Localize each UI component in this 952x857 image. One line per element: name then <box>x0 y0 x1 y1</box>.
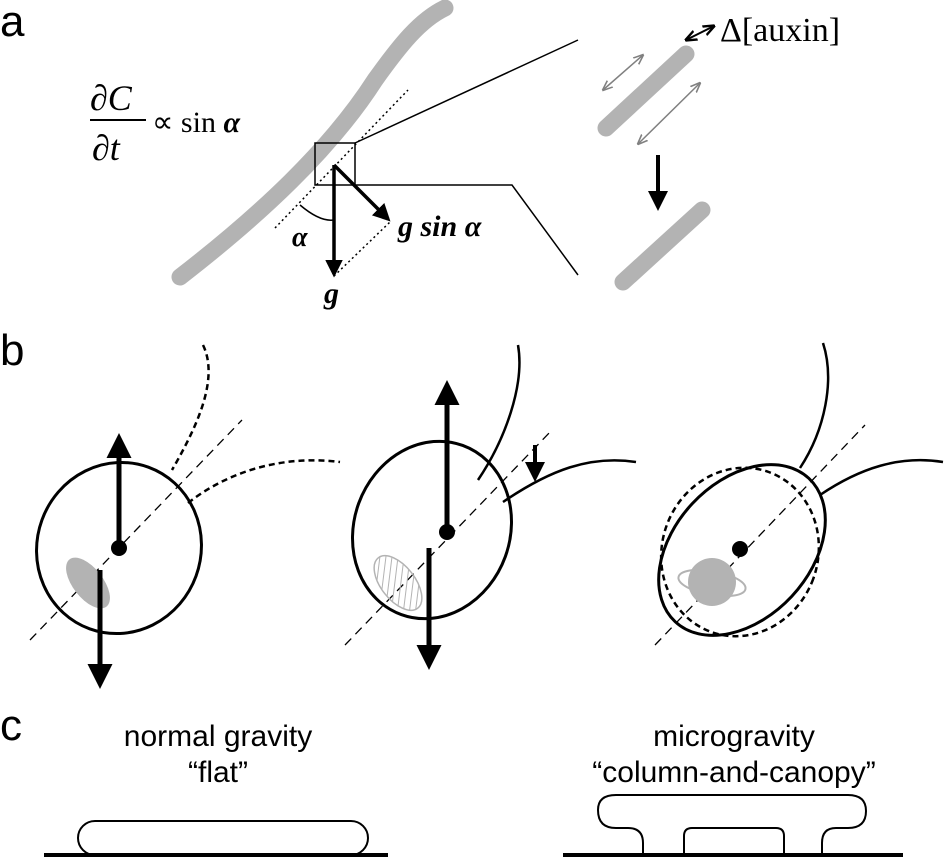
cell-3 <box>654 342 944 646</box>
panel-b-label: b <box>0 326 24 375</box>
cell-2-upper-root <box>476 344 521 481</box>
eq-denominator: ∂t <box>92 128 121 168</box>
cell-1-upper-root-dashed <box>170 344 210 471</box>
zoom-line-bottom <box>355 184 579 276</box>
auxin-label: Δ[auxin] <box>720 12 840 49</box>
panel-c-label: c <box>0 701 22 750</box>
eq-rhs: ∝ sin α <box>152 106 240 139</box>
auxin-gradient-arrow-upper <box>603 55 643 90</box>
cell-1-statolith <box>66 557 110 609</box>
g-sin-text: g sin <box>397 210 465 243</box>
left-title-line2: “flat” <box>188 756 248 789</box>
cell-2-statolith-hatched <box>373 554 423 612</box>
zoomed-segment-bottom <box>614 201 711 291</box>
cell-2-axis <box>344 429 553 646</box>
right-title-line1: microgravity <box>653 720 815 753</box>
auxin-delta-arrow <box>686 26 714 40</box>
cell-2-outline <box>351 439 513 621</box>
alpha-label: α <box>292 222 308 253</box>
eq-rhs-text: ∝ sin <box>152 106 223 139</box>
panel-a-label: a <box>0 0 25 46</box>
zoomed-segment-top <box>597 45 695 137</box>
cell-3-nucleus <box>732 541 748 557</box>
flat-colony <box>77 820 369 856</box>
cell-3-statolith <box>688 558 736 606</box>
cell-3-outline-solid <box>657 463 827 637</box>
cell-2-right-root <box>502 459 637 504</box>
cell-2 <box>344 344 637 670</box>
alpha-arc <box>299 204 335 221</box>
g-label: g <box>323 277 339 310</box>
cell-3-right-root <box>819 458 944 497</box>
right-title-line2: “column-and-canopy” <box>592 756 875 789</box>
cell-1-outline <box>35 460 203 636</box>
cell-1-right-root-dashed <box>187 459 341 504</box>
g-sin-alpha-symbol: α <box>465 210 482 243</box>
zoom-line-top <box>354 39 579 144</box>
left-title-line1: normal gravity <box>124 720 312 753</box>
g-sin-alpha-label: g sin α <box>397 210 482 243</box>
cell-1-nucleus <box>111 540 127 556</box>
tangent-line <box>274 89 409 229</box>
center-column <box>683 827 785 855</box>
cell-1 <box>29 344 341 689</box>
root-curve <box>171 0 454 286</box>
cell-3-upper-root <box>798 342 830 469</box>
vector-completion-dashed <box>333 221 391 277</box>
eq-numerator: ∂C <box>90 78 133 118</box>
canopy-colony <box>596 794 868 855</box>
cell-1-axis <box>29 419 243 641</box>
cell-3-axis <box>654 424 866 646</box>
cell-3-outline-dashed <box>659 466 821 638</box>
g-sin-alpha-arrow <box>332 163 391 222</box>
auxin-gradient-arrow-lower <box>638 83 700 144</box>
eq-alpha: α <box>223 106 240 139</box>
cell-2-nucleus <box>439 524 455 540</box>
